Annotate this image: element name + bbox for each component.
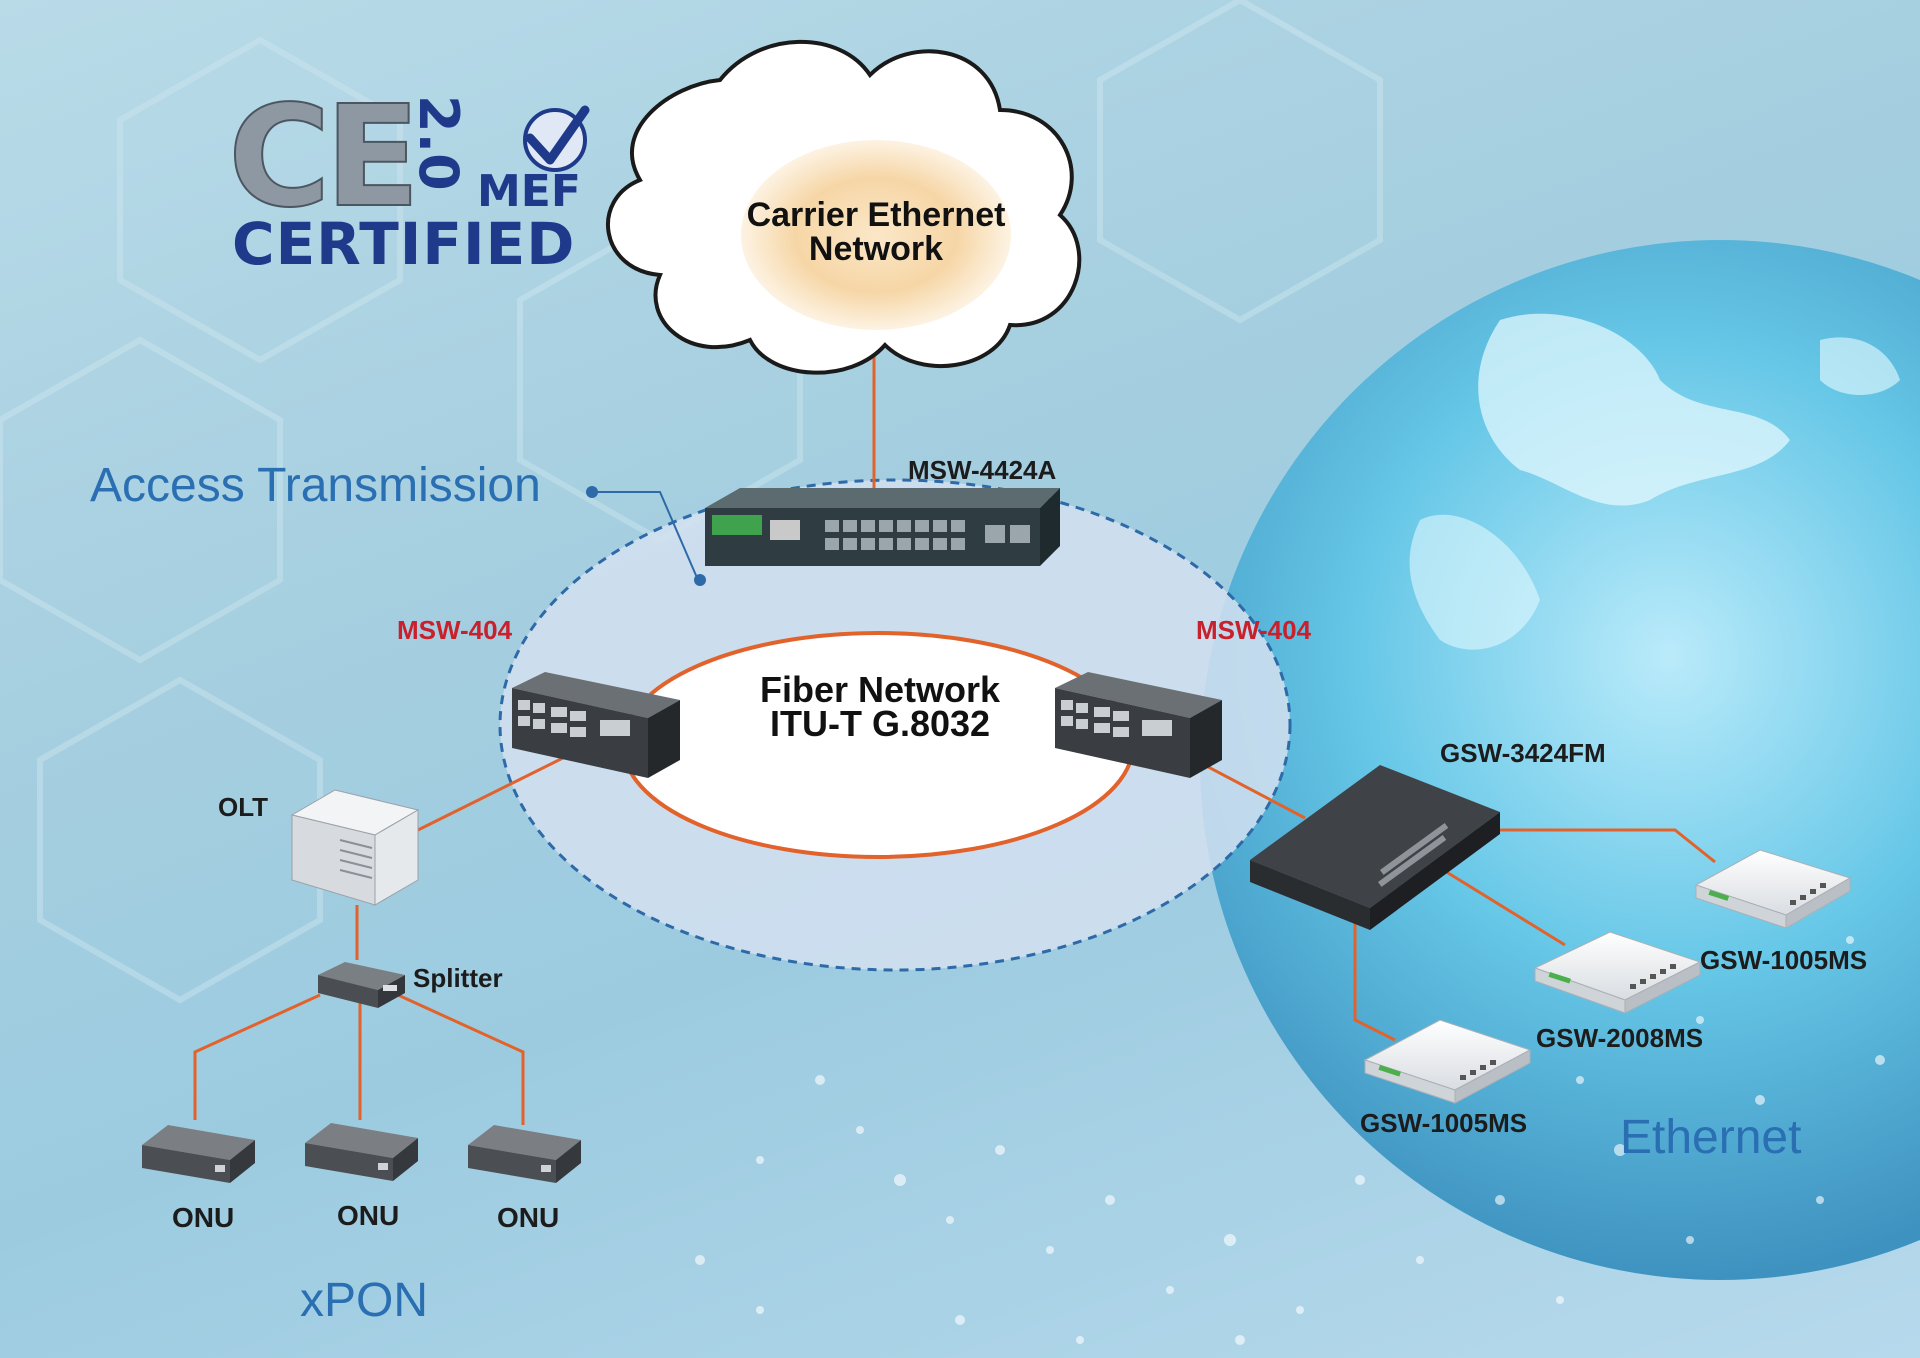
onu-device-3 xyxy=(468,1125,581,1183)
link-ring-aggregation xyxy=(1194,758,1306,820)
link-splitter-onu1 xyxy=(193,993,321,1120)
globe-continent xyxy=(1478,313,1790,506)
ring-switch-left-label: MSW-404 xyxy=(397,615,513,645)
splitter-device xyxy=(318,962,405,1008)
onu-device-1 xyxy=(142,1125,255,1183)
link-splitter-onu3 xyxy=(397,993,525,1125)
olt-device xyxy=(290,789,420,906)
olt-label: OLT xyxy=(218,792,269,822)
mef-text: MEF xyxy=(477,166,581,217)
ce-logo-text: CE xyxy=(227,76,421,239)
ring-label-line1: Fiber Network xyxy=(759,669,1001,710)
onu-label-3: ONU xyxy=(497,1202,560,1233)
ethernet-region-label: Ethernet xyxy=(1620,1111,1802,1164)
carrier-ethernet-cloud xyxy=(605,39,1082,375)
link-ring-olt xyxy=(417,750,576,832)
onu-device-2 xyxy=(305,1123,418,1181)
core-switch-device xyxy=(705,488,1060,566)
edge-switch-device-1 xyxy=(1694,849,1852,929)
link-agg-edge3 xyxy=(1353,910,1396,1042)
access-pointer xyxy=(586,486,706,586)
aggregation-switch-device xyxy=(1250,765,1500,930)
edge-switch-label-3: GSW-1005MS xyxy=(1360,1108,1528,1138)
globe-graphic xyxy=(1200,240,1920,1280)
link-agg-edge1 xyxy=(1420,828,1716,864)
edge-switch-device-3 xyxy=(1363,1019,1532,1104)
ring-label-line2: ITU-T G.8032 xyxy=(769,703,991,744)
access-transmission-label: Access Transmission xyxy=(90,459,541,512)
ring-switch-left-device xyxy=(512,672,680,778)
certified-text: CERTIFIED xyxy=(232,210,576,278)
xpon-region-label: xPON xyxy=(300,1274,429,1327)
onu-label-1: ONU xyxy=(172,1202,235,1233)
edge-switch-label-1: GSW-1005MS xyxy=(1700,945,1868,975)
ring-switch-right-label: MSW-404 xyxy=(1196,615,1312,645)
edge-switch-device-2 xyxy=(1533,931,1702,1014)
onu-label-2: ONU xyxy=(337,1200,400,1231)
splitter-label: Splitter xyxy=(413,963,503,993)
core-switch-label: MSW-4424A xyxy=(908,455,1057,485)
ring-switch-right-device xyxy=(1055,672,1222,778)
edge-switch-label-2: GSW-2008MS xyxy=(1536,1023,1704,1053)
link-agg-edge2 xyxy=(1439,866,1566,947)
version-text: 2.0 xyxy=(407,95,470,191)
aggregation-switch-label: GSW-3424FM xyxy=(1440,738,1606,768)
cloud-label-line2: Network xyxy=(808,230,944,268)
mef-badge-graphic xyxy=(523,105,590,172)
cloud-label-line1: Carrier Ethernet xyxy=(746,196,1006,234)
